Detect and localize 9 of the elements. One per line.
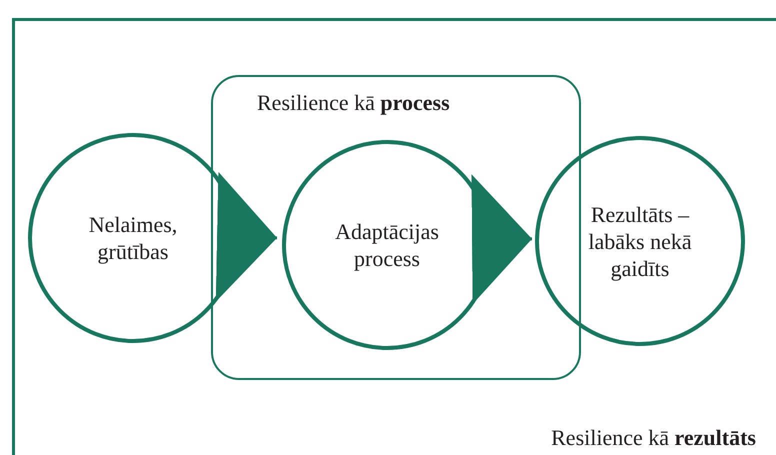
node-text: Adaptācijas process bbox=[334, 218, 440, 272]
panel-title: Resilience kā process bbox=[257, 89, 450, 116]
panel-title: Resilience kā rezultāts bbox=[551, 424, 756, 451]
circle-node bbox=[535, 136, 745, 346]
node-text: Rezultāts – labāks nekā gaidīts bbox=[587, 200, 693, 282]
arrow bbox=[216, 172, 278, 302]
frame-panel bbox=[12, 18, 776, 455]
node-text: Nelaimes, grūtības bbox=[88, 211, 178, 265]
rounded-panel bbox=[211, 75, 581, 380]
